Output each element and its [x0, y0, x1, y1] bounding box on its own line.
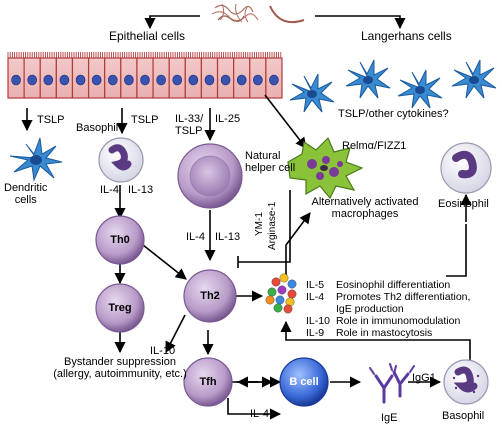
cytokine-effect: Role in mastocytosis	[336, 327, 433, 339]
cytokine-dot	[283, 304, 293, 314]
label-tslp-left: TSLP	[37, 114, 65, 126]
cytokine-effect: Promotes Th2 differentiation, IgE produc…	[336, 291, 471, 315]
basophil-top-cell	[98, 137, 144, 183]
treg-cell	[95, 283, 145, 333]
epithelial-layer	[7, 52, 283, 99]
cytokine-dot	[271, 277, 281, 287]
cytokine-name: IL-9	[306, 327, 325, 339]
epithelial-nucleus	[156, 74, 166, 86]
epithelial-nucleus	[172, 74, 183, 86]
cytokine-dot	[287, 289, 297, 299]
label-il13-a: IL-13	[128, 184, 154, 196]
label-epithelial-cells: Epithelial cells	[109, 29, 186, 43]
cytokine-row: IL-10 Role in immunomodulation	[306, 315, 470, 327]
label-il4-a: IL-4	[100, 184, 119, 196]
label-il25: IL-25	[215, 113, 241, 125]
epithelial-nucleus	[43, 74, 54, 86]
epithelium-arrows	[21, 94, 472, 420]
epithelial-nucleus	[59, 74, 70, 86]
label-langerhans-cells: Langerhans cells	[361, 29, 452, 43]
cytokine-row: IL-4 Promotes Th2 differentiation, IgE p…	[306, 291, 470, 315]
epithelial-nucleus	[204, 74, 215, 86]
langerhans-cell	[397, 69, 443, 109]
epithelial-nucleus	[253, 74, 263, 86]
label-basophil-top: Basophil	[76, 122, 119, 134]
cytokine-dot	[279, 273, 289, 283]
cytokine-row: IL-5 Eosinophil differentiation	[306, 279, 470, 291]
epithelial-nucleus	[188, 74, 199, 86]
langerhans-cell	[451, 59, 497, 99]
cytokine-effect: Eosinophil differentiation	[336, 279, 451, 291]
label-arginase: Arginase-1	[267, 201, 278, 250]
langerhans-cells	[289, 59, 497, 113]
eosinophil-cell	[440, 142, 492, 194]
dendritic-cell	[9, 137, 63, 182]
cytokine-dot	[275, 295, 285, 305]
cytokine-effects-list: IL-5 Eosinophil differentiation IL-4 Pro…	[306, 279, 470, 339]
label-bcell: B cell	[289, 376, 319, 388]
natural-helper-cell	[177, 143, 243, 209]
epithelial-nucleus	[124, 74, 134, 86]
label-il13-b: IL-13	[215, 231, 241, 243]
label-relm: Relmα/FIZZ1	[342, 140, 407, 152]
epithelial-nucleus	[91, 74, 102, 86]
label-basophil-bottom: Basophil	[442, 410, 485, 422]
worm-icon	[269, 5, 305, 24]
cytokine-name: IL-10	[306, 315, 330, 327]
th2-cell	[183, 269, 237, 323]
top-branch-arrows	[144, 15, 406, 30]
epithelial-nucleus	[11, 74, 21, 86]
label-il33-tslp: IL-33/ TSLP	[175, 113, 204, 137]
label-th0: Th0	[110, 234, 130, 246]
alternatively-activated-macrophage	[287, 136, 364, 200]
langerhans-cell	[345, 59, 391, 99]
cytokine-row: IL-9 Role in mastocytosis	[306, 327, 470, 339]
epithelial-nucleus	[236, 74, 247, 86]
epithelial-nucleus	[220, 74, 231, 86]
inhibition-line	[237, 190, 291, 268]
label-il4-b: IL-4	[186, 231, 205, 243]
cytokine-cluster-icon	[265, 273, 297, 314]
cytokine-dot	[265, 295, 275, 305]
label-natural-helper: Natural helper cell	[245, 150, 296, 174]
epithelial-nucleus	[269, 74, 279, 86]
epithelial-nucleus	[75, 74, 86, 86]
cytokine-name: IL-5	[306, 279, 325, 291]
label-igg1: IgG1	[412, 372, 436, 384]
label-ym1: YM-1	[254, 212, 265, 236]
label-alt-macrophages: Alternatively activated macrophages	[311, 196, 419, 220]
epithelial-nucleus	[27, 74, 37, 86]
label-bystander: Bystander suppression (allergy, autoimmu…	[53, 356, 187, 380]
epithelial-nucleus	[140, 74, 150, 86]
cytokine-effect: Role in immunomodulation	[336, 315, 461, 327]
basophil-bottom-cell	[443, 359, 489, 405]
label-dendritic-cells: Dendritic cells	[4, 182, 48, 206]
label-treg: Treg	[108, 302, 132, 314]
cytokine-dot	[287, 279, 297, 289]
ige-antibody-icon	[369, 363, 415, 404]
label-tfh: Tfh	[199, 376, 217, 388]
cytokine-dot	[273, 303, 283, 313]
label-il10-left: IL-10	[150, 345, 176, 357]
label-il4-bottom: IL-4	[250, 408, 269, 420]
cytokine-name: IL-4	[306, 291, 325, 303]
allergen-icon	[211, 3, 259, 23]
tfh-cell	[183, 357, 233, 407]
epithelial-nucleus	[107, 74, 118, 86]
th0-cell	[95, 215, 145, 265]
label-th2: Th2	[200, 290, 220, 302]
cytokine-dot	[277, 285, 287, 295]
label-ige: IgE	[381, 412, 398, 424]
langerhans-cell	[289, 73, 335, 113]
b-cell	[279, 357, 329, 407]
label-eosinophil: Eosinophil	[438, 198, 489, 210]
cytokine-dot	[267, 287, 277, 297]
label-tslp-other: TSLP/other cytokines?	[338, 108, 449, 120]
label-tslp-mid: TSLP	[131, 114, 159, 126]
